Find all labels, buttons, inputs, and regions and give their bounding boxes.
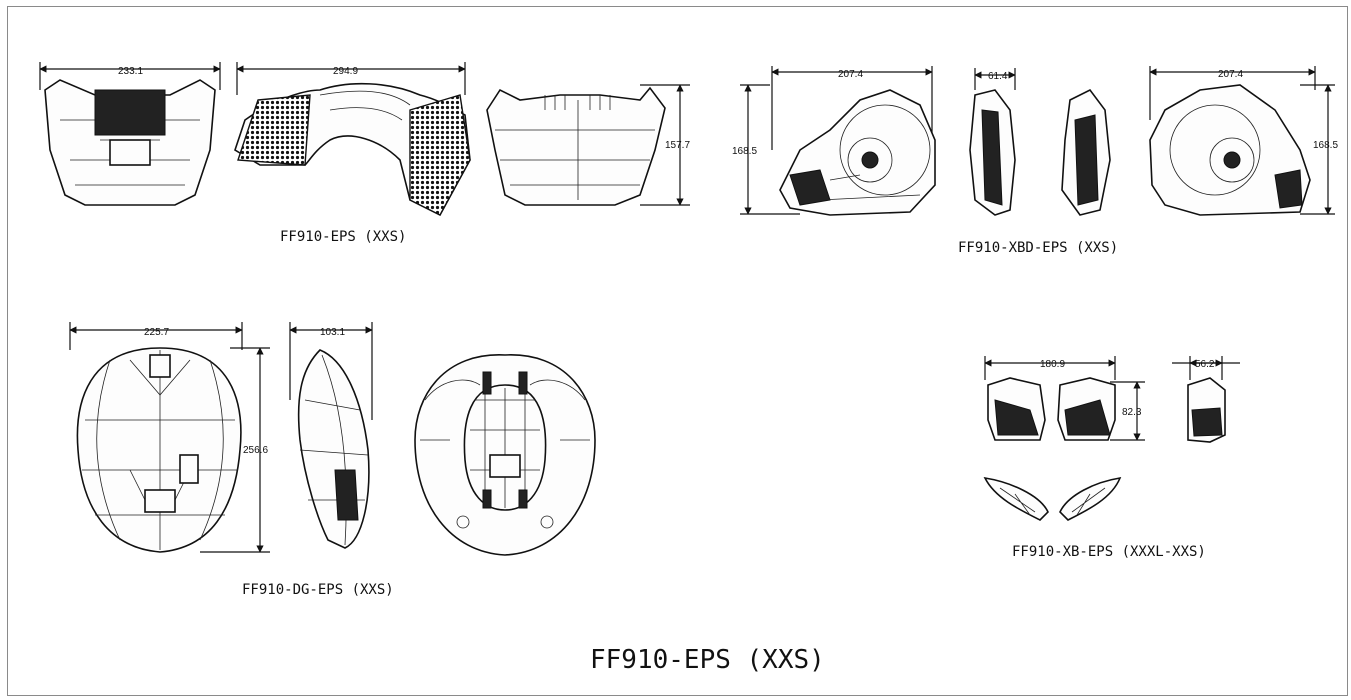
- dim-dg-side-width: 103.1: [320, 327, 345, 338]
- eps-back-view: [486, 84, 690, 206]
- caption-xb: FF910-XB-EPS (XXXL-XXS): [1012, 544, 1206, 560]
- xbd-left-view: [740, 66, 936, 216]
- xbd-edge-views: [969, 68, 1111, 216]
- dim-xbd-edge-width: 61.4: [988, 71, 1008, 82]
- dim-xb-width: 180.9: [1040, 359, 1065, 370]
- sheet-title: FF910-EPS (XXS): [590, 645, 825, 675]
- caption-dg: FF910-DG-EPS (XXS): [242, 582, 394, 598]
- dim-dg-top-width: 225.7: [144, 327, 169, 338]
- xb-front-views: [984, 356, 1145, 441]
- dim-eps-front-width: 233.1: [118, 66, 143, 77]
- eps-flat-view: [234, 62, 471, 217]
- dim-xbd-left-height: 168.5: [732, 146, 757, 157]
- dim-xb-side-width: 56.2: [1195, 359, 1215, 370]
- dg-side-view: [289, 322, 373, 549]
- dim-eps-back-height: 157.7: [665, 140, 690, 151]
- dim-eps-flat-width: 294.9: [333, 66, 358, 77]
- dim-xbd-right-width: 207.4: [1218, 69, 1243, 80]
- dg-top-view: [69, 322, 270, 553]
- dim-xbd-right-height: 168.5: [1313, 140, 1338, 151]
- dg-bottom-view: [414, 354, 596, 556]
- xb-pads: [983, 476, 1122, 521]
- dim-xb-height: 82.3: [1122, 407, 1142, 418]
- xbd-right-view: [1149, 66, 1335, 216]
- caption-eps: FF910-EPS (XXS): [280, 229, 406, 245]
- dim-dg-top-height: 256.6: [243, 445, 268, 456]
- caption-xbd: FF910-XBD-EPS (XXS): [958, 240, 1118, 256]
- xb-side-view: [1172, 356, 1240, 443]
- dim-xbd-left-width: 207.4: [838, 69, 863, 80]
- eps-front-view: [39, 62, 221, 206]
